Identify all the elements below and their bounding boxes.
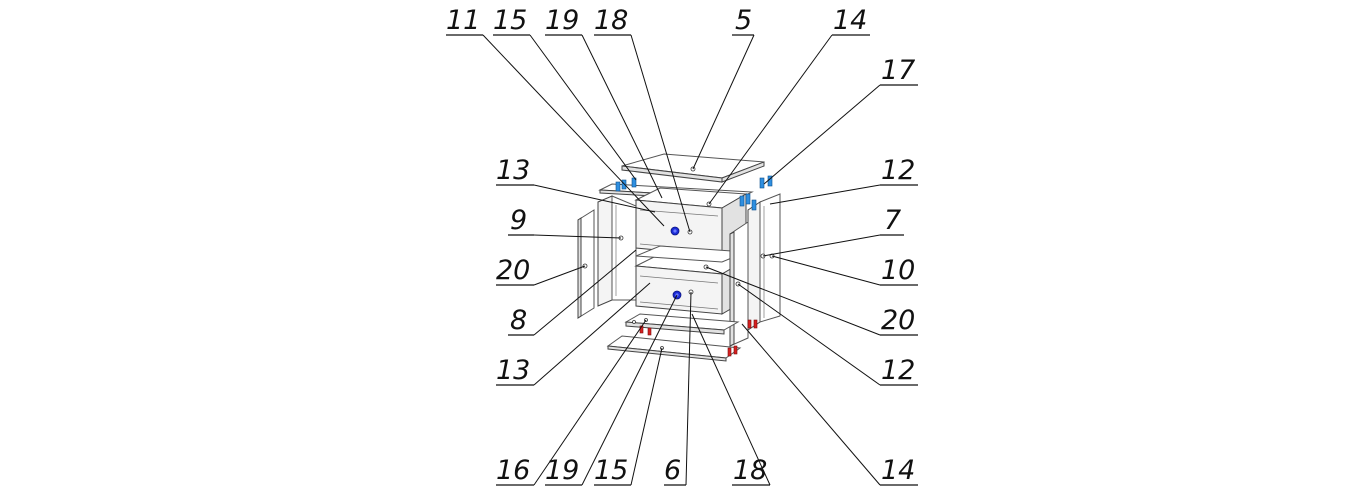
callout-label: 10: [881, 255, 915, 286]
callout-label: 12: [881, 355, 915, 386]
callout-label: 15: [594, 455, 628, 486]
cabinet-parts: [577, 153, 781, 362]
callout-label: 13: [496, 355, 530, 386]
callout-label: 17: [881, 55, 915, 86]
leader-lines: [446, 34, 918, 486]
callout-label: 14: [881, 455, 915, 486]
callout-label: 19: [545, 5, 579, 36]
callout-labels: 11 15 19 18 5 14 17 12 7 10 20 12 13 9 2…: [446, 5, 915, 486]
callout-label: 12: [881, 155, 915, 186]
callout-label: 11: [446, 5, 480, 36]
callout-label: 19: [545, 455, 579, 486]
callout-label: 16: [496, 455, 530, 486]
callout-label: 6: [664, 455, 681, 486]
callout-label: 20: [881, 305, 915, 336]
callout-label: 15: [493, 5, 527, 36]
callout-label: 9: [510, 205, 527, 236]
callout-label: 20: [496, 255, 530, 286]
right-side-panel: [747, 201, 761, 331]
callout-label: 18: [594, 5, 628, 36]
callout-label: 8: [510, 305, 527, 336]
upper-drawer: [634, 187, 748, 257]
callout-label: 13: [496, 155, 530, 186]
hinges: [615, 175, 773, 211]
callout-label: 14: [833, 5, 867, 36]
callout-label: 18: [733, 455, 767, 486]
callout-label: 7: [884, 205, 901, 236]
left-side-panel: [597, 195, 613, 307]
callout-label: 5: [735, 5, 752, 36]
